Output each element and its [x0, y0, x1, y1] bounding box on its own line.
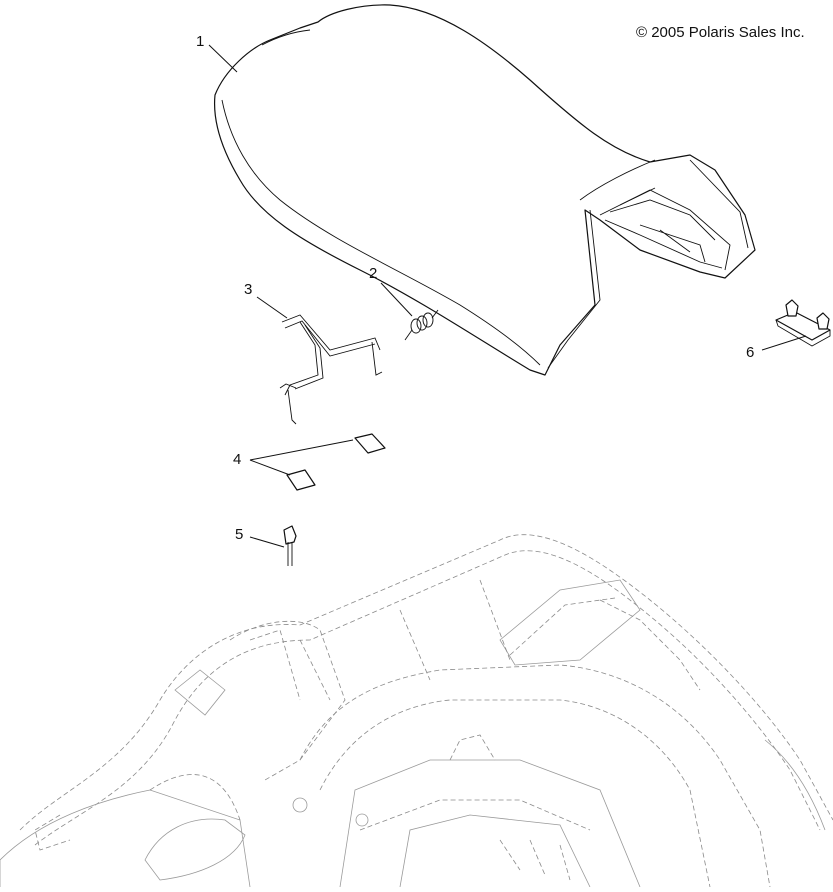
rear-fender-body [0, 534, 833, 888]
callout-3: 3 [244, 281, 253, 298]
leader-lines [208, 44, 807, 548]
torsion-spring [404, 309, 439, 341]
leader-3 [256, 296, 288, 319]
leader-4a [249, 439, 354, 461]
bumper [775, 299, 831, 347]
leader-1 [208, 44, 238, 73]
rivet [283, 525, 297, 566]
leader-5 [249, 536, 285, 548]
copyright-notice: © 2005 Polaris Sales Inc. [636, 24, 805, 41]
seat-assembly [213, 4, 756, 376]
callout-1: 1 [196, 33, 205, 50]
callout-2: 2 [369, 265, 378, 282]
callout-6: 6 [746, 344, 755, 361]
callout-4: 4 [233, 451, 242, 468]
latch-rod [279, 314, 383, 425]
leader-2 [380, 282, 413, 317]
callout-5: 5 [235, 526, 244, 543]
pads [286, 433, 386, 491]
leader-4b [249, 459, 291, 476]
leader-6 [761, 335, 807, 351]
